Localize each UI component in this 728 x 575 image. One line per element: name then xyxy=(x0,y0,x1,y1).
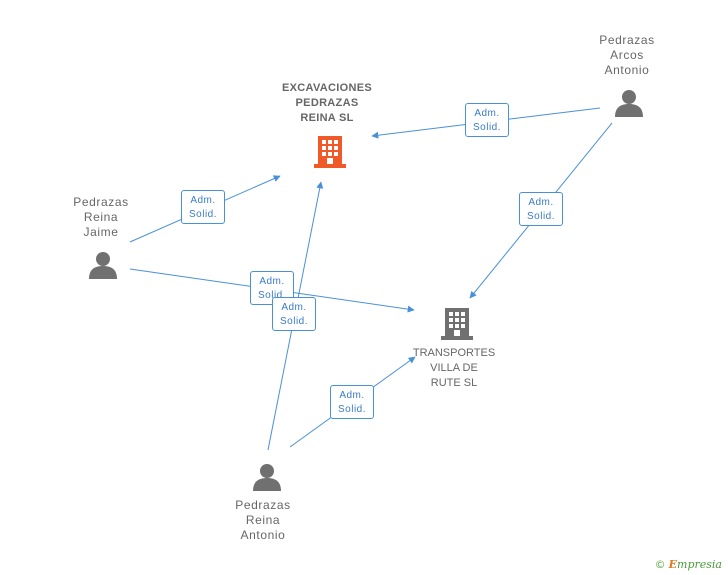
person-label-antonio[interactable]: Pedrazas Reina Antonio xyxy=(235,498,291,542)
building-icon-excavaciones[interactable] xyxy=(314,134,346,168)
brand-initial: E xyxy=(668,558,678,571)
person-icon-jaime[interactable] xyxy=(88,250,118,280)
empresia-logo[interactable]: ©Empresia xyxy=(655,558,722,571)
company-label-transportes[interactable]: TRANSPORTES VILLA DE RUTE SL xyxy=(412,347,496,389)
person-label-jaime[interactable]: Pedrazas Reina Jaime xyxy=(73,195,129,239)
building-icon-transportes[interactable] xyxy=(441,306,473,340)
company-label-excavaciones[interactable]: EXCAVACIONES PEDRAZAS REINA SL xyxy=(282,82,372,124)
edge-label-antonio-transportes[interactable]: Adm. Solid. xyxy=(330,385,374,419)
edge-label-arcos-excavaciones[interactable]: Adm. Solid. xyxy=(465,103,509,137)
edge-label-jaime-excavaciones[interactable]: Adm. Solid. xyxy=(181,190,225,224)
person-icon-antonio[interactable] xyxy=(252,462,282,492)
copyright-icon: © xyxy=(654,558,666,571)
person-label-arcos[interactable]: Pedrazas Arcos Antonio xyxy=(599,33,655,77)
brand-name: mpresia xyxy=(677,558,722,571)
edge-label-antonio-excavaciones[interactable]: Adm. Solid. xyxy=(272,297,316,331)
edge-label-arcos-transportes[interactable]: Adm. Solid. xyxy=(519,192,563,226)
person-icon-arcos[interactable] xyxy=(614,88,644,118)
